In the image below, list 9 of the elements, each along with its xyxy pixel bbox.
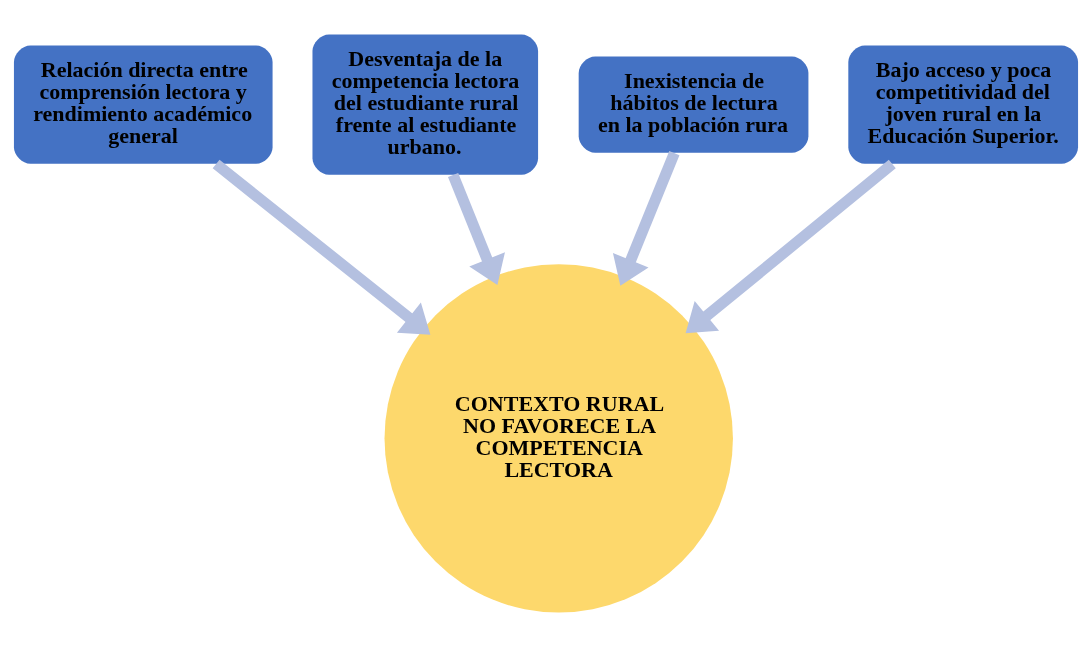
node-circle: CONTEXTO RURAL NO FAVORECE LA COMPETENCIA LECTORA — [384, 263, 733, 613]
node-box: Desventaja de la competencia lectora del estudiante rural frente al estudiante urbano. — [312, 34, 539, 175]
node-box: Relación directa entre comprensión lectora y rendimiento académico general — [13, 45, 273, 164]
arrow — [212, 159, 431, 335]
node-box: Inexistencia de hábitos de lectura en la población rura — [578, 56, 809, 153]
arrow — [685, 159, 896, 333]
arrow — [448, 172, 505, 285]
node-box: Bajo acceso y poca competitividad del joven rural en la Educación Superior. — [848, 45, 1079, 164]
arrow — [612, 150, 680, 286]
